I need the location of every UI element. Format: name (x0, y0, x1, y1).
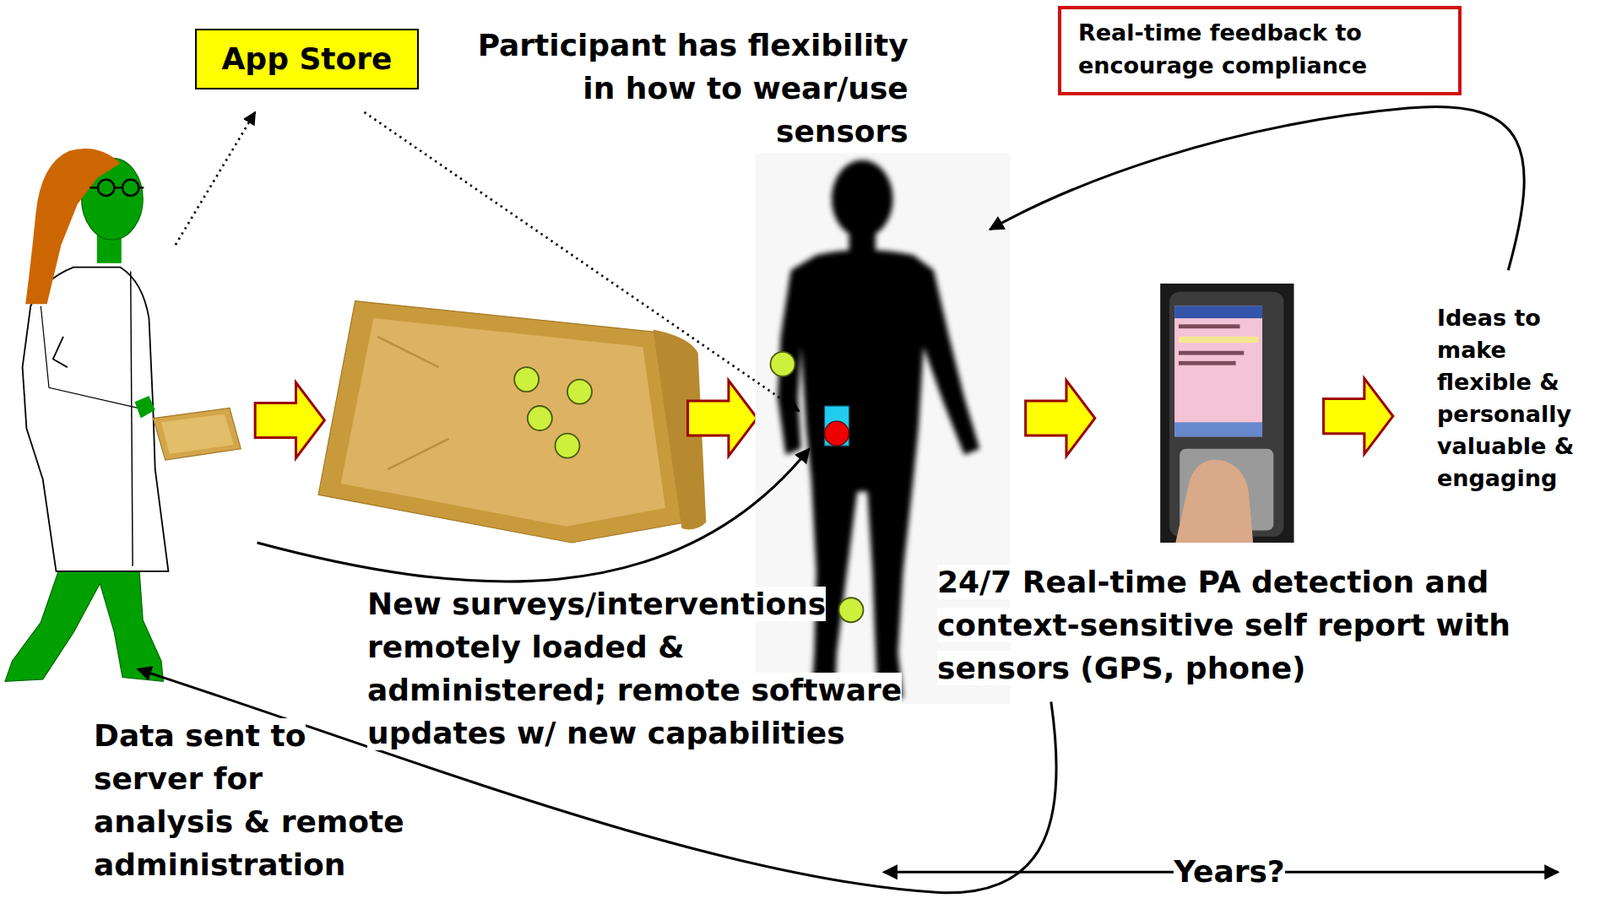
small-envelope-inner (161, 414, 234, 455)
timeline-label: Years? (1173, 853, 1286, 891)
screen-line (1178, 324, 1241, 329)
phone-sensor (824, 406, 850, 446)
hand (135, 395, 156, 419)
phone-screen (1174, 306, 1263, 438)
callout-text: 24/7 Real-time PA detection and context-… (937, 560, 1515, 690)
glasses (97, 179, 114, 196)
screen-softkey (1174, 422, 1263, 437)
lab-coat (22, 267, 169, 572)
label-text: Ideas to make flexible & personally valu… (1437, 304, 1574, 492)
legs (5, 563, 163, 682)
screen-line (1178, 336, 1259, 343)
flow-arrow (688, 380, 758, 456)
hair (25, 148, 120, 304)
callout-text: Data sent to server for analysis & remot… (93, 714, 407, 887)
curved-arrow (989, 106, 1525, 271)
app-store-box: App Store (195, 28, 419, 90)
callout-text: Ideas to make flexible & personally valu… (1437, 302, 1588, 495)
sensor-dot-red (824, 421, 850, 446)
sensor-dot (527, 406, 553, 431)
head (831, 160, 894, 239)
thumb (1175, 460, 1253, 543)
sensor-dot (567, 379, 592, 405)
sensor-dot (770, 352, 795, 377)
callout-text: Participant has flexibility in how to we… (458, 23, 909, 153)
small-envelope (152, 407, 241, 461)
envelope-body (318, 301, 686, 543)
mailer-envelope (318, 301, 706, 543)
sensor-dot (554, 433, 580, 459)
sensor-dot (838, 597, 863, 623)
coat-seam (130, 271, 133, 566)
callout-text: New surveys/interventions remotely loade… (367, 582, 915, 755)
phone-photo (1160, 283, 1294, 543)
coat-pocket (53, 336, 68, 368)
mobile-phone (1160, 283, 1294, 543)
envelope-face (341, 318, 666, 527)
glasses (122, 179, 139, 196)
flow-arrow (254, 382, 325, 458)
label-text: Participant has flexibility in how to we… (477, 27, 909, 149)
coat-arm (40, 306, 138, 409)
envelope-fold (377, 336, 450, 470)
dotted-arrow (363, 112, 799, 412)
screen-line (1178, 351, 1244, 356)
glasses-bridge (89, 186, 144, 189)
dotted-arrow (175, 112, 255, 245)
box-text: App Store (222, 40, 393, 78)
curved-arrow (257, 449, 810, 582)
box-text: Real-time feedback to encourage complian… (1078, 16, 1375, 82)
label-text: Years? (1173, 854, 1286, 890)
label-text: Data sent to server for analysis & remot… (93, 718, 405, 883)
feedback-box: Real-time feedback to encourage complian… (1057, 5, 1462, 96)
label-text: 24/7 Real-time PA detection and context-… (937, 564, 1511, 686)
flow-arrow (1323, 378, 1394, 454)
screen-line (1178, 361, 1237, 366)
sensor-dot (514, 367, 539, 392)
flow-arrow (1025, 380, 1096, 456)
scientist-figure (5, 148, 241, 682)
label-text: New surveys/interventions remotely loade… (367, 586, 902, 751)
screen-bar (1174, 306, 1263, 320)
